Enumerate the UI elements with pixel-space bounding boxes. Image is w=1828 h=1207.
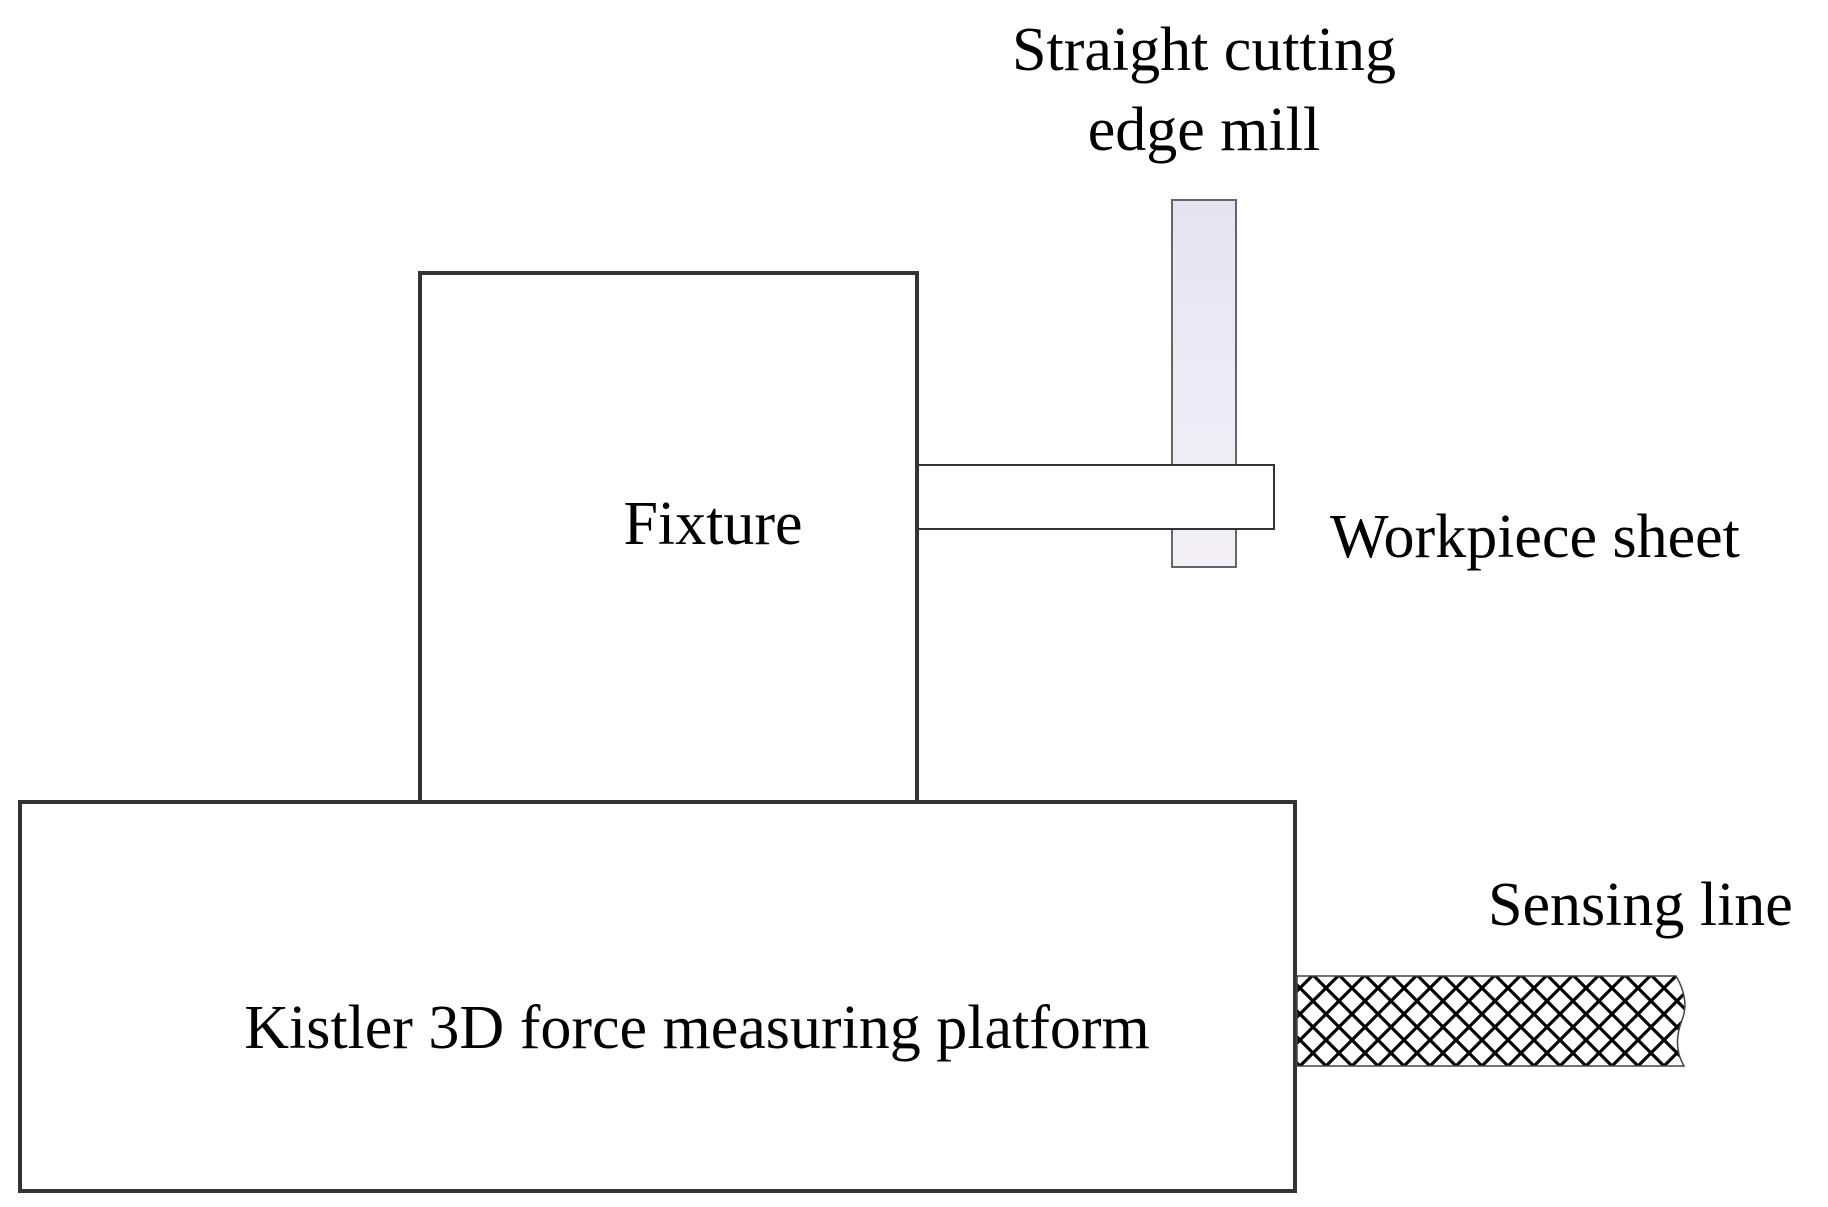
workpiece-label: Workpiece sheet — [1330, 503, 1740, 571]
force-platform-box — [18, 800, 1297, 1193]
fixture-box — [418, 271, 919, 804]
platform-label: Kistler 3D force measuring platform — [244, 994, 1150, 1062]
sensing-cable — [1296, 975, 1686, 1067]
sensing-line-label: Sensing line — [1488, 871, 1793, 939]
mill-label-line2: edge mill — [1088, 96, 1320, 164]
mill-label-line1: Straight cutting — [1012, 16, 1396, 84]
workpiece-sheet — [917, 464, 1275, 530]
fixture-label: Fixture — [623, 490, 802, 558]
